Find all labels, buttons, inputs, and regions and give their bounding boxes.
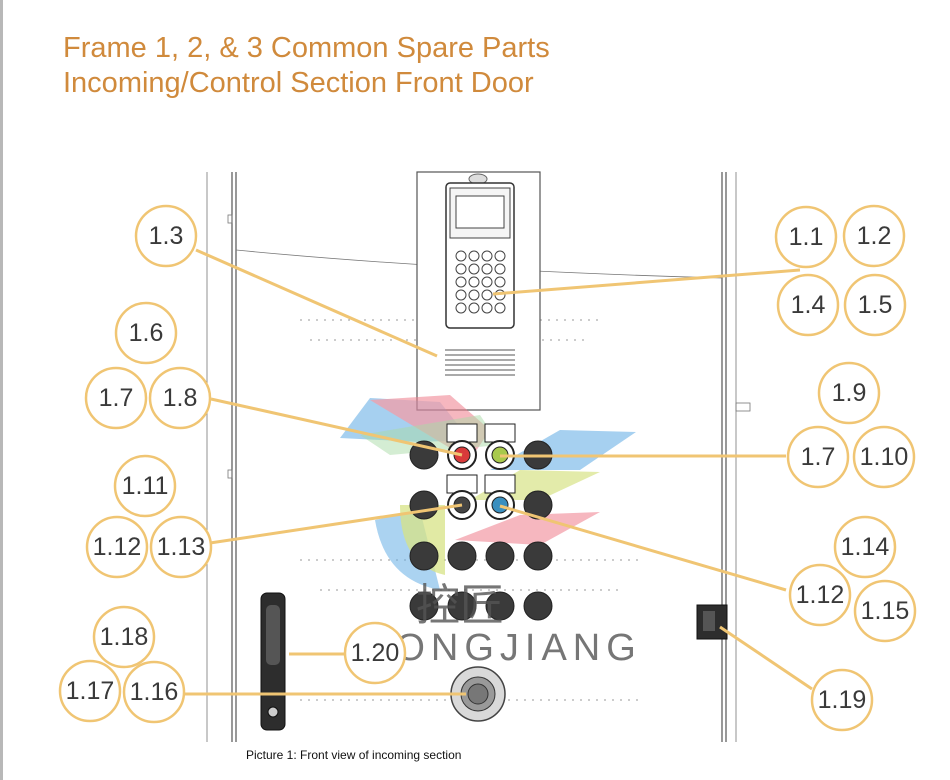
callout-1-3: 1.3 (134, 204, 198, 268)
round-pushbutton (450, 666, 506, 722)
svg-text:1.5: 1.5 (858, 291, 893, 319)
callout-1-8: 1.8 (148, 366, 212, 430)
svg-text:1.4: 1.4 (791, 291, 826, 319)
page-title: Frame 1, 2, & 3 Common Spare Parts (63, 32, 550, 64)
svg-text:1.18: 1.18 (100, 623, 149, 651)
callout-1-18: 1.18 (92, 605, 156, 669)
svg-text:1.19: 1.19 (818, 686, 867, 714)
callout-1-5: 1.5 (843, 273, 907, 337)
svg-text:1.12: 1.12 (93, 533, 142, 561)
svg-text:1.12: 1.12 (796, 581, 845, 609)
callout-1-15: 1.15 (853, 579, 917, 643)
svg-text:1.3: 1.3 (149, 222, 184, 250)
callout-1-12-right: 1.12 (788, 563, 852, 627)
callout-1-9: 1.9 (817, 361, 881, 425)
callout-1-10: 1.10 (852, 425, 916, 489)
callout-1-20: 1.20 (343, 621, 407, 685)
callout-1-14: 1.14 (833, 515, 897, 579)
door-handle (260, 592, 286, 731)
svg-text:1.14: 1.14 (841, 533, 890, 561)
figure-caption: Picture 1: Front view of incoming sectio… (246, 748, 462, 762)
svg-text:1.2: 1.2 (857, 222, 892, 250)
pilot-light-row-3 (409, 541, 553, 571)
svg-text:1.7: 1.7 (801, 443, 836, 471)
svg-text:1.16: 1.16 (130, 678, 179, 706)
pilot-light-row-4 (409, 591, 553, 621)
pilot-light-row-2 (409, 490, 553, 520)
callout-1-16: 1.16 (122, 660, 186, 724)
svg-text:1.9: 1.9 (832, 379, 867, 407)
svg-text:1.13: 1.13 (157, 533, 206, 561)
watermark-latin-text: KONGJIANG (364, 627, 642, 669)
svg-text:1.8: 1.8 (163, 384, 198, 412)
callout-1-4: 1.4 (776, 273, 840, 337)
page-subtitle: Incoming/Control Section Front Door (63, 67, 534, 99)
vent-grille (445, 349, 515, 376)
callout-1-6: 1.6 (114, 301, 178, 365)
svg-text:1.10: 1.10 (860, 443, 909, 471)
svg-text:1.6: 1.6 (129, 319, 164, 347)
callout-1-1: 1.1 (774, 205, 838, 269)
svg-text:1.17: 1.17 (66, 677, 115, 705)
keypad-keys (455, 250, 506, 314)
indicator-label-plates (446, 423, 516, 494)
svg-text:1.1: 1.1 (789, 223, 824, 251)
callout-1-7-left: 1.7 (84, 366, 148, 430)
callout-1-7-right: 1.7 (786, 425, 850, 489)
leader-lines (183, 248, 813, 696)
side-latch (696, 604, 728, 640)
svg-text:1.11: 1.11 (122, 472, 169, 500)
callout-1-17: 1.17 (58, 659, 122, 723)
svg-text:1.15: 1.15 (861, 597, 910, 625)
callout-1-19: 1.19 (810, 668, 874, 732)
svg-text:1.20: 1.20 (351, 639, 400, 667)
callout-1-2: 1.2 (842, 204, 906, 268)
watermark-chinese-text: 控匠 (416, 581, 504, 630)
callout-1-13: 1.13 (149, 515, 213, 579)
svg-text:1.7: 1.7 (99, 384, 134, 412)
callout-1-12-left: 1.12 (85, 515, 149, 579)
callout-1-11: 1.11 (113, 454, 177, 518)
page-left-border (0, 0, 3, 780)
